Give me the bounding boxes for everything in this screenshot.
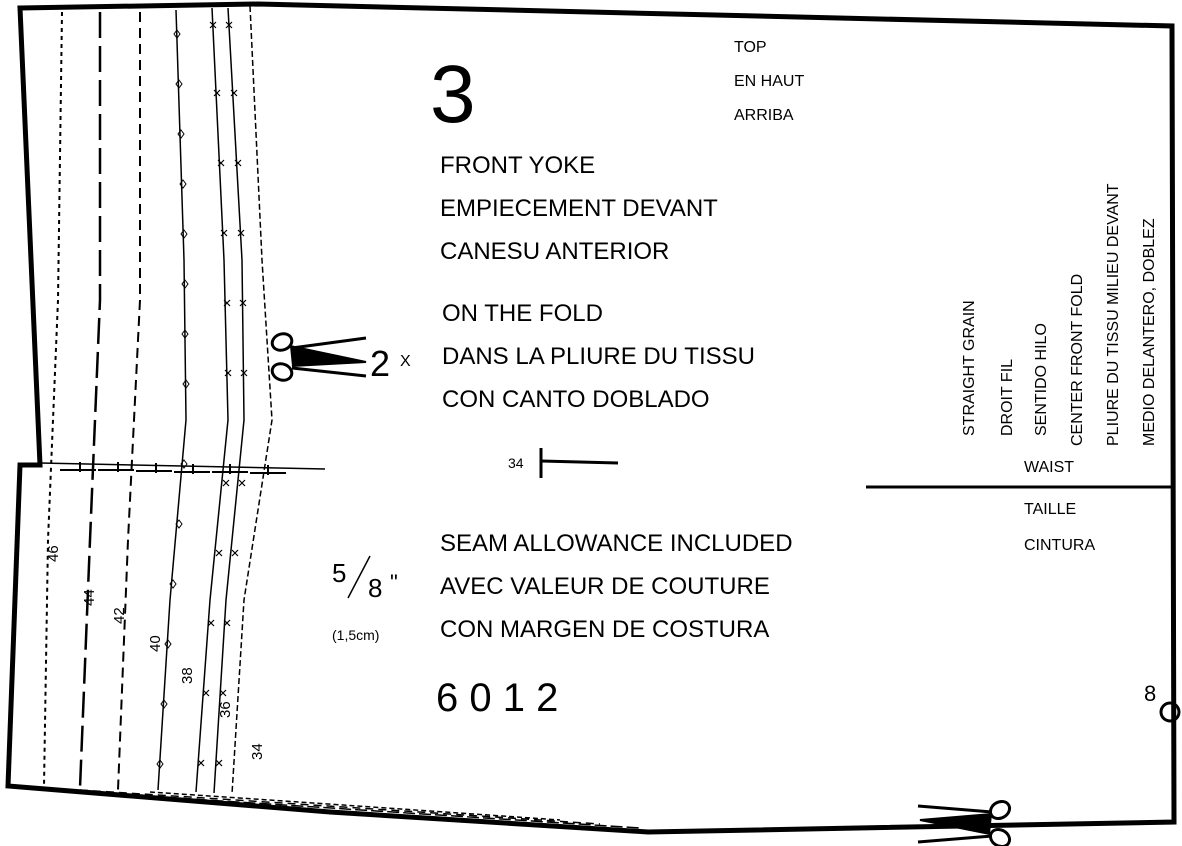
hem-lines <box>19 787 641 829</box>
size-labels: 46 44 42 40 38 36 34 <box>45 545 266 760</box>
grain-straight: STRAIGHT GRAIN <box>961 300 978 436</box>
allowance-numerator: 5 <box>332 558 346 588</box>
fold-text-fr: DANS LA PLIURE DU TISSU <box>442 343 755 370</box>
waist-ticks <box>60 462 286 475</box>
piece-number: 3 <box>430 49 476 140</box>
piece-name-fr: EMPIECEMENT DEVANT <box>440 195 718 222</box>
direction-en-haut: EN HAUT <box>734 73 804 90</box>
size-label-36: 36 <box>217 701 234 718</box>
size-line-42 <box>117 12 141 791</box>
grain-sentido-hilo: SENTIDO HILO <box>1033 323 1050 436</box>
size-label-42: 42 <box>111 607 128 624</box>
notch-number: 8 <box>1144 681 1156 706</box>
size-line-38 <box>195 7 229 793</box>
size-lines <box>43 5 273 795</box>
size-line-44 <box>78 12 102 789</box>
medio-delantero-doblez: MEDIO DELANTERO, DOBLEZ <box>1141 218 1158 446</box>
grain-droit-fil: DROIT FIL <box>999 359 1016 436</box>
piece-name-en: FRONT YOKE <box>440 152 595 179</box>
scissors-icon <box>270 332 367 382</box>
cut-x: X <box>400 353 411 370</box>
size-tag-34: 34 <box>508 455 524 471</box>
size-40-markers <box>156 29 190 769</box>
waist-label-en: WAIST <box>1024 459 1074 476</box>
fold-text-es: CON CANTO DOBLADO <box>442 386 710 413</box>
size-label-40: 40 <box>147 635 164 652</box>
allowance-fraction-bar <box>347 555 371 599</box>
grain-labels: STRAIGHT GRAIN DROIT FIL SENTIDO HILO CE… <box>961 183 1158 446</box>
size-line-34 <box>231 5 273 795</box>
size-38-36-markers <box>197 21 248 767</box>
size-label-34: 34 <box>249 743 266 760</box>
size-tag-marker <box>539 448 619 478</box>
size-label-46: 46 <box>45 545 62 562</box>
center-front-fold: CENTER FRONT FOLD <box>1069 274 1086 446</box>
cut-count: 2 <box>370 343 390 384</box>
waist-label-es: CINTURA <box>1024 537 1095 554</box>
allowance-metric: (1,5cm) <box>332 627 379 643</box>
pliure-milieu-devant: PLIURE DU TISSU MILIEU DEVANT <box>1105 183 1122 446</box>
direction-arriba: ARRIBA <box>734 107 794 124</box>
pattern-outline <box>5 1 1177 835</box>
allowance-unit: " <box>390 570 398 595</box>
size-line-46 <box>43 11 63 787</box>
size-label-38: 38 <box>179 667 196 684</box>
allowance-text-en: SEAM ALLOWANCE INCLUDED <box>440 530 793 557</box>
scissors-bottom-icon <box>917 799 1012 846</box>
piece-name-es: CANESU ANTERIOR <box>440 238 669 265</box>
size-label-44: 44 <box>81 589 98 606</box>
notch-circle-icon <box>1159 701 1181 723</box>
allowance-text-es: CON MARGEN DE COSTURA <box>440 616 769 643</box>
size-line-40 <box>157 9 187 791</box>
pattern-number: 6 0 1 2 <box>436 676 558 720</box>
allowance-denominator: 8 <box>368 573 382 603</box>
allowance-text-fr: AVEC VALEUR DE COUTURE <box>440 573 770 600</box>
size-line-36 <box>213 7 245 794</box>
direction-top: TOP <box>734 39 767 56</box>
fold-text-en: ON THE FOLD <box>442 300 603 327</box>
waist-label-fr: TAILLE <box>1024 501 1076 518</box>
